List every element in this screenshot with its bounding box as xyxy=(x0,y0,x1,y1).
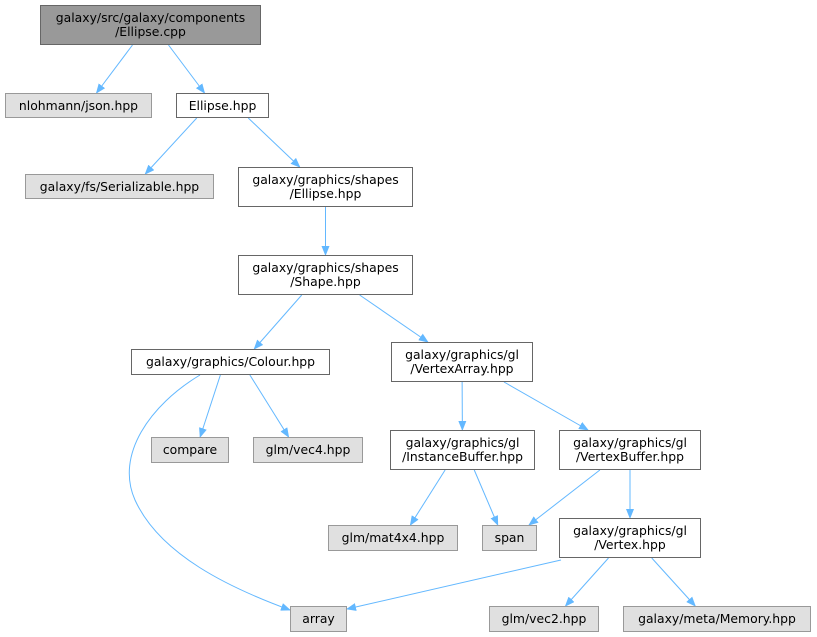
node-label-line: span xyxy=(494,530,525,545)
node-label-line: /VertexArray.hpp xyxy=(410,361,514,376)
edge-instance_buffer-to-mat4x4 xyxy=(409,469,446,526)
node-mat4x4: glm/mat4x4.hpp xyxy=(328,525,458,551)
node-vertex-array[interactable]: galaxy/graphics/gl/VertexArray.hpp xyxy=(391,342,533,382)
node-label-line: galaxy/graphics/Colour.hpp xyxy=(145,354,316,369)
node-vec2: glm/vec2.hpp xyxy=(489,606,599,632)
node-label-line: /VertexBuffer.hpp xyxy=(576,449,684,464)
node-label-line: /Vertex.hpp xyxy=(594,537,666,552)
edge-colour-to-compare xyxy=(199,374,221,438)
edge-colour-to-vec4 xyxy=(249,374,290,438)
node-compare: compare xyxy=(151,437,229,463)
edge-root-to-nlohmann_json xyxy=(95,44,133,94)
node-label-line: compare xyxy=(162,442,218,457)
node-shapes-shape[interactable]: galaxy/graphics/shapes/Shape.hpp xyxy=(238,255,413,295)
node-span: span xyxy=(482,525,537,551)
node-ellipse-hpp[interactable]: Ellipse.hpp xyxy=(176,93,269,118)
node-label-line: glm/vec4.hpp xyxy=(265,442,351,457)
edge-vertex-to-memory xyxy=(651,557,696,607)
node-label-line: glm/mat4x4.hpp xyxy=(341,530,445,545)
node-nlohmann-json: nlohmann/json.hpp xyxy=(5,93,152,118)
edge-shapes_shape-to-vertex_array xyxy=(359,294,429,343)
node-label-line: galaxy/fs/Serializable.hpp xyxy=(39,178,200,194)
edge-colour-to-array xyxy=(128,374,291,611)
edge-ellipse_hpp-to-shapes_ellipse xyxy=(247,117,301,168)
node-label-line: galaxy/src/galaxy/components xyxy=(55,10,246,25)
node-label-line: /Shape.hpp xyxy=(290,274,361,289)
node-vertex[interactable]: galaxy/graphics/gl/Vertex.hpp xyxy=(559,518,701,558)
node-instance-buffer[interactable]: galaxy/graphics/gl/InstanceBuffer.hpp xyxy=(390,430,535,470)
node-label-line: Ellipse.hpp xyxy=(188,97,257,113)
node-label-line: /InstanceBuffer.hpp xyxy=(402,449,523,464)
node-label-line: galaxy/graphics/gl xyxy=(573,523,687,538)
node-vec4: glm/vec4.hpp xyxy=(253,437,363,463)
node-label-line: galaxy/graphics/shapes xyxy=(252,172,399,187)
node-label-line: galaxy/graphics/gl xyxy=(405,347,519,362)
node-label-line: glm/vec2.hpp xyxy=(501,611,587,626)
node-label-line: galaxy/graphics/gl xyxy=(573,435,687,450)
node-label-line: /Ellipse.hpp xyxy=(289,186,362,201)
edge-vertex-to-array xyxy=(346,559,562,611)
edge-instance_buffer-to-span xyxy=(473,469,499,526)
node-root[interactable]: galaxy/src/galaxy/components/Ellipse.cpp xyxy=(40,5,261,45)
node-label-line: galaxy/graphics/gl xyxy=(405,435,520,450)
node-vertex-buffer[interactable]: galaxy/graphics/gl/VertexBuffer.hpp xyxy=(559,430,701,470)
node-array: array xyxy=(290,606,347,632)
node-label-line: galaxy/graphics/shapes xyxy=(252,260,399,275)
edge-vertex-to-vec2 xyxy=(564,557,609,607)
edge-vertex_array-to-vertex_buffer xyxy=(503,381,589,431)
node-label-line: /Ellipse.cpp xyxy=(115,24,186,39)
node-serializable: galaxy/fs/Serializable.hpp xyxy=(25,174,214,199)
node-label-line: nlohmann/json.hpp xyxy=(18,97,139,113)
edge-shapes_shape-to-colour xyxy=(253,294,303,350)
edge-root-to-ellipse_hpp xyxy=(168,44,206,94)
node-label-line: array xyxy=(302,611,335,626)
edge-ellipse_hpp-to-serializable xyxy=(144,117,198,175)
edge-vertex_buffer-to-span xyxy=(528,469,601,526)
node-memory: galaxy/meta/Memory.hpp xyxy=(623,606,811,632)
node-colour[interactable]: galaxy/graphics/Colour.hpp xyxy=(131,349,330,375)
node-shapes-ellipse[interactable]: galaxy/graphics/shapes/Ellipse.hpp xyxy=(238,167,413,207)
node-label-line: galaxy/meta/Memory.hpp xyxy=(638,611,796,626)
